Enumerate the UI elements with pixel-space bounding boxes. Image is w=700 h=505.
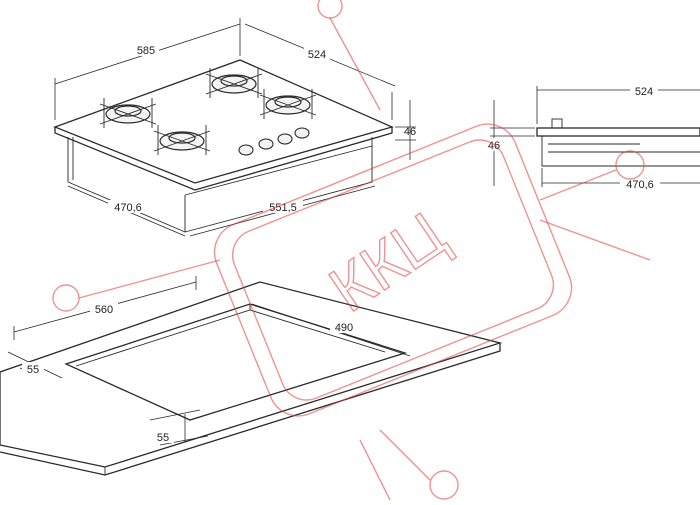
dim-cutout-side-margin-label: 55	[157, 432, 169, 444]
control-knobs	[238, 127, 310, 156]
burner-back-left	[99, 98, 157, 128]
burner-front-left	[153, 125, 211, 155]
side-body	[541, 136, 700, 167]
dim-hob-front-depth: 470,6	[67, 185, 186, 237]
dim-hob-height-label: 46	[404, 126, 416, 138]
dim-cutout-width: 560	[13, 276, 197, 340]
dim-hob-depth-label: 524	[308, 49, 326, 61]
hob-side-view: 524 46 470,6	[483, 84, 700, 191]
dim-cutout-front-margin: 55	[7, 351, 63, 379]
burner-front-right	[259, 89, 317, 119]
dim-hob-width: 585	[54, 18, 241, 120]
dim-hob-width-label: 585	[137, 45, 155, 57]
worktop-surface	[0, 281, 503, 468]
dim-cutout-front-margin-label: 55	[27, 364, 39, 376]
dim-cutout-width-label: 560	[95, 304, 113, 316]
watermark-text: ККЦ	[317, 198, 458, 326]
side-glass-plate	[536, 127, 700, 137]
dim-side-depth-label: 524	[635, 86, 653, 98]
dim-hob-front-depth-label: 470,6	[114, 202, 142, 214]
dim-side-body-depth-label: 470,6	[626, 179, 654, 191]
dim-hob-height: 46	[395, 100, 416, 160]
dim-hob-front-width-label: 551,5	[269, 202, 297, 214]
worktop-cutout-view: 560 490 55 55	[0, 276, 503, 476]
dim-side-depth: 524	[536, 84, 700, 124]
dim-hob-front-width: 551,5	[189, 185, 376, 237]
hob-perspective-view: 585 524 46 470,6 551,5	[53, 18, 416, 237]
dim-hob-depth: 524	[244, 23, 396, 120]
burner-back-right	[205, 68, 263, 98]
hob-body	[67, 137, 186, 233]
dim-cutout-depth: 490	[251, 303, 411, 357]
watermark: ККЦ	[52, 0, 651, 501]
worktop-cutout	[64, 303, 408, 421]
dim-side-body-depth: 470,6	[541, 168, 700, 191]
dim-cutout-depth-label: 490	[335, 322, 353, 334]
dim-cutout-side-margin: 55	[149, 409, 209, 446]
